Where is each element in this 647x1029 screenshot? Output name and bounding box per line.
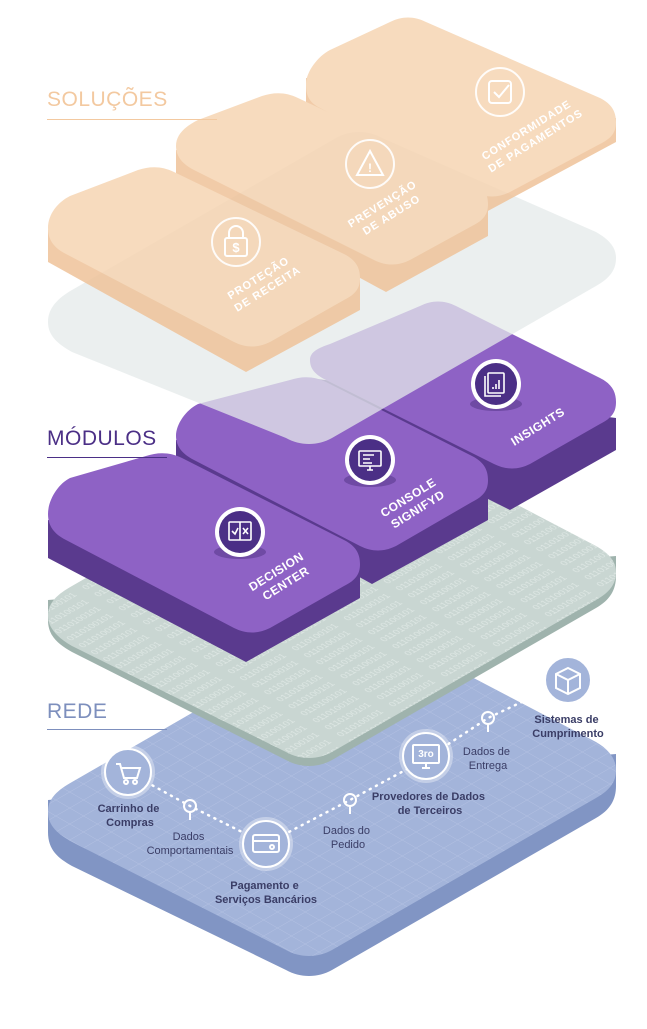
node-cart <box>101 745 155 799</box>
pin-icon-order <box>343 793 357 814</box>
node-label-cart-b: Compras <box>106 817 154 829</box>
node-3ro: 3ro <box>399 729 453 783</box>
monitor-console-icon <box>358 450 382 471</box>
node-label-3ro-b: de Terceiros <box>398 805 463 817</box>
section-rule-modulos <box>47 457 167 458</box>
section-rule-rede <box>47 729 167 730</box>
node-box <box>541 653 595 707</box>
dollar-lock-icon <box>224 225 248 257</box>
svg-text:Dados do Pedido: Dados do Pedido <box>323 825 373 851</box>
rede-layer <box>48 624 616 976</box>
waypoint-label-delivery-a: Dados de <box>463 746 510 758</box>
svg-text:!: ! <box>368 161 372 175</box>
pin-icon-delivery <box>481 711 495 732</box>
pin-icon-behavior <box>183 799 197 820</box>
warning-triangle-icon <box>355 148 385 176</box>
credit-card-icon <box>252 834 280 853</box>
waypoint-label-order-a: Dados do <box>323 825 370 837</box>
checklist-book-icon <box>228 521 252 541</box>
solucoes-layer <box>48 17 616 372</box>
solution-icons: $ ! <box>211 67 525 267</box>
checkbox-icon <box>488 80 512 104</box>
shopping-cart-icon <box>116 763 142 785</box>
node-label-3ro-a: Provedores de Dados <box>372 791 485 803</box>
monitor-3ro-icon <box>412 744 440 769</box>
node-label-cart-a: Carrinho de <box>98 803 160 815</box>
svg-text:Dados Comportamentais: Dados Comportamentais <box>147 831 234 857</box>
svg-text:Sistemas de Cumprimento: Sistemas de Cumprimento <box>532 714 604 740</box>
solution-tile-protecao <box>48 167 360 372</box>
waypoint-label-delivery-b: Entrega <box>469 760 508 772</box>
svg-text:Carrinho de Compras: Carrinho de Compras <box>98 803 163 829</box>
badge-3ro: 3ro <box>418 749 434 760</box>
rede-grid <box>48 624 616 956</box>
waypoint-label-behavior-b: Comportamentais <box>147 845 234 857</box>
svg-text:Provedores de Dados de T: Provedores de Dados de Terceiros <box>372 791 488 817</box>
svg-text:Pagamento e Serviços Ban: Pagamento e Serviços Bancários <box>215 880 317 906</box>
report-chart-icon <box>484 372 505 397</box>
network-path <box>126 678 570 846</box>
module-tile-decision <box>48 453 360 662</box>
modulos-layer <box>48 301 616 662</box>
module-icons <box>214 359 522 559</box>
node-label-box-b: Cumprimento <box>532 728 604 740</box>
svg-text:$: $ <box>232 240 240 255</box>
node-card <box>239 817 293 871</box>
section-label-rede: REDE <box>47 700 108 723</box>
box-icon <box>555 666 581 696</box>
node-label-box-a: Sistemas de <box>534 714 598 726</box>
section-label-solucoes: SOLUÇÕES <box>47 88 168 111</box>
node-label-card-b: Serviços Bancários <box>215 894 317 906</box>
svg-text:Dados de Entrega: Dados de Entrega <box>463 746 513 772</box>
solution-tile-conformidade <box>306 17 616 212</box>
section-label-modulos: MÓDULOS <box>47 427 157 450</box>
solution-tile-prevencao <box>176 93 488 292</box>
node-label-card-a: Pagamento e <box>230 880 298 892</box>
rede-network: 3ro Carrinho de Compras <box>98 653 604 906</box>
section-rule-solucoes <box>47 119 217 120</box>
waypoint-label-order-b: Pedido <box>331 839 365 851</box>
waypoint-label-behavior-a: Dados <box>173 831 205 843</box>
